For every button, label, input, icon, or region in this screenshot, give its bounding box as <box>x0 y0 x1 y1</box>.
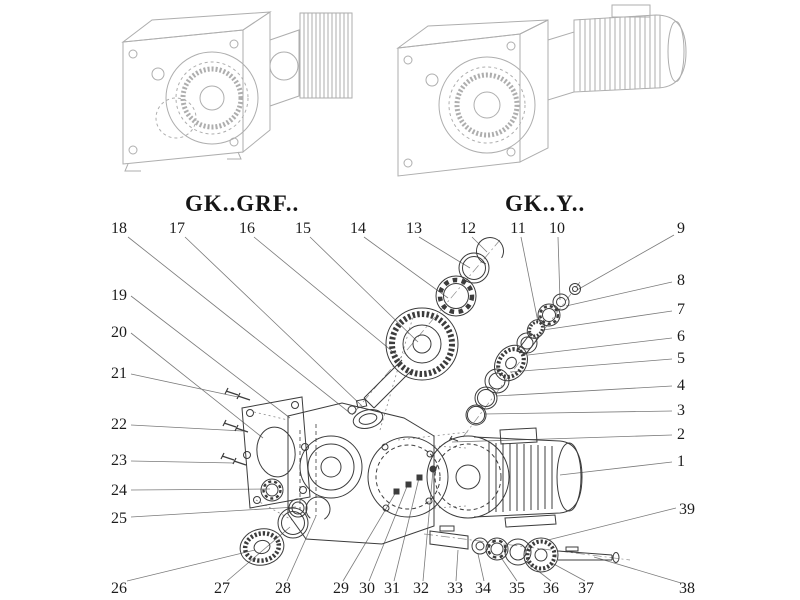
callout-1: 1 <box>677 453 685 470</box>
callout-17: 17 <box>169 220 185 237</box>
callout-9: 9 <box>677 220 685 237</box>
gear-housing <box>287 398 449 545</box>
callout-26: 26 <box>111 580 127 597</box>
callout-21: 21 <box>111 365 127 382</box>
flange-screws <box>220 387 251 466</box>
callout-5: 5 <box>677 350 685 367</box>
callout-25: 25 <box>111 510 127 527</box>
callout-11: 11 <box>510 220 526 237</box>
callout-12: 12 <box>460 220 476 237</box>
callout-32: 32 <box>413 580 429 597</box>
callout-31: 31 <box>384 580 400 597</box>
callout-30: 30 <box>359 580 375 597</box>
callout-14: 14 <box>350 220 366 237</box>
callout-37: 37 <box>578 580 594 597</box>
callout-33: 33 <box>447 580 463 597</box>
callout-29: 29 <box>333 580 349 597</box>
centerlines <box>351 239 631 561</box>
callout-2: 2 <box>677 426 685 443</box>
callout-13: 13 <box>406 220 422 237</box>
callout-7: 7 <box>677 301 685 318</box>
callout-10: 10 <box>549 220 565 237</box>
callout-34: 34 <box>475 580 491 597</box>
callout-39: 39 <box>679 501 695 518</box>
callout-38: 38 <box>679 580 695 597</box>
callout-6: 6 <box>677 328 685 345</box>
callout-23: 23 <box>111 452 127 469</box>
callout-15: 15 <box>295 220 311 237</box>
callout-3: 3 <box>677 402 685 419</box>
callout-24: 24 <box>111 482 127 499</box>
callout-8: 8 <box>677 272 685 289</box>
pinion-assembly <box>465 283 581 426</box>
callout-27: 27 <box>214 580 230 597</box>
callout-16: 16 <box>239 220 255 237</box>
input-fins <box>299 12 353 99</box>
cover-and-rings <box>239 478 331 566</box>
motor-drawing <box>547 4 687 101</box>
gearbox-y-drawing <box>396 4 687 177</box>
callout-28: 28 <box>275 580 291 597</box>
gearbox-grf-drawing <box>121 11 353 172</box>
motor-bolt <box>448 435 459 442</box>
model-label-grf: GK..GRF.. <box>185 191 300 216</box>
shim-fasteners <box>393 465 437 495</box>
input-gear-assembly <box>363 237 504 409</box>
model-label-y: GK..Y.. <box>505 191 586 216</box>
flange-plate <box>241 396 311 509</box>
callout-36: 36 <box>543 580 559 597</box>
callout-18: 18 <box>111 220 127 237</box>
callout-4: 4 <box>677 377 685 394</box>
callout-20: 20 <box>111 324 127 341</box>
motor <box>426 427 583 528</box>
callout-19: 19 <box>111 287 127 304</box>
leader-lines <box>126 234 682 584</box>
construction-lines <box>253 309 469 521</box>
output-shaft-assembly <box>429 525 620 573</box>
exploded-view <box>220 237 631 573</box>
callout-22: 22 <box>111 416 127 433</box>
callout-35: 35 <box>509 580 525 597</box>
